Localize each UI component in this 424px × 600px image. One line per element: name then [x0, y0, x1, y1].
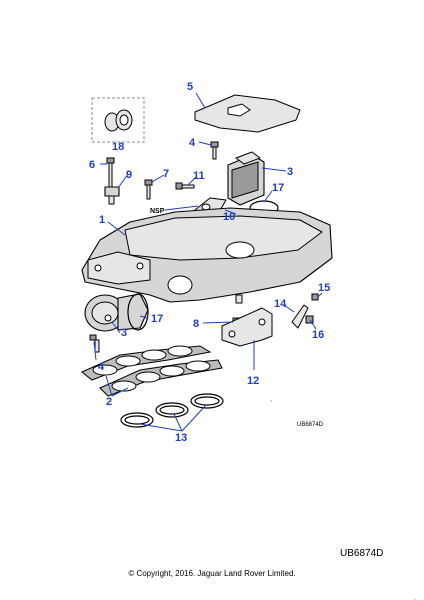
- callout-16: 16: [312, 329, 324, 341]
- part-14-clip: [291, 304, 309, 329]
- inner-diagram-reference: UB6874D: [297, 422, 324, 428]
- callout-17-lower: 17: [151, 313, 163, 325]
- part-17-gasket-lower: [127, 293, 149, 331]
- callout-labels: 5 18 4 3 6 9 7 11 17 NSP 10 1 17 3 4 8 1…: [89, 81, 416, 600]
- callout-15: 15: [318, 282, 330, 294]
- part-4-bolt-lower: [89, 334, 100, 353]
- callout-3-lower: 3: [121, 327, 127, 339]
- callout-4-lower: 4: [98, 361, 105, 373]
- callout-18: 18: [112, 141, 124, 153]
- corner-mark-2: ,: [414, 593, 416, 600]
- corner-mark: ,: [270, 394, 272, 403]
- callout-13: 13: [175, 432, 187, 444]
- part-5-engine-cover: [194, 94, 301, 133]
- part-6-bolt: [106, 157, 115, 190]
- part-15-nut: [311, 293, 319, 301]
- callout-9: 9: [126, 169, 132, 181]
- callout-3-upper: 3: [287, 166, 293, 178]
- part-1-intake-manifold: [81, 207, 333, 304]
- part-18-seal-kit: [91, 97, 145, 143]
- part-12-bracket: [221, 307, 273, 347]
- callout-6: 6: [89, 159, 95, 171]
- leader-lines: [93, 92, 323, 432]
- nsp-label: NSP: [150, 208, 165, 215]
- callout-4-upper: 4: [189, 137, 196, 149]
- callout-8: 8: [193, 318, 199, 330]
- callout-5: 5: [187, 81, 193, 93]
- callout-12: 12: [247, 375, 259, 387]
- part-16-nut: [305, 315, 314, 324]
- callout-10: 10: [223, 211, 235, 223]
- callout-17-upper: 17: [272, 182, 284, 194]
- part-9-sensor: [104, 186, 120, 205]
- part-4-bolt-upper: [210, 141, 219, 160]
- callout-11: 11: [193, 170, 205, 182]
- diagram-reference-code: UB6874D: [340, 548, 384, 559]
- callout-2: 2: [106, 396, 112, 408]
- part-11-bolt: [175, 182, 195, 190]
- callout-7: 7: [163, 168, 169, 180]
- part-2-manifold-gaskets: [81, 345, 223, 397]
- part-7-bolt: [144, 179, 153, 200]
- callout-14: 14: [274, 298, 287, 310]
- callout-1: 1: [99, 214, 105, 226]
- part-3-throttle-body-upper: [227, 151, 265, 206]
- part-13-seal-rings: [120, 393, 224, 428]
- part-3-throttle-body-lower: [84, 293, 149, 332]
- copyright-notice: © Copyright, 2016. Jaguar Land Rover Lim…: [128, 569, 296, 578]
